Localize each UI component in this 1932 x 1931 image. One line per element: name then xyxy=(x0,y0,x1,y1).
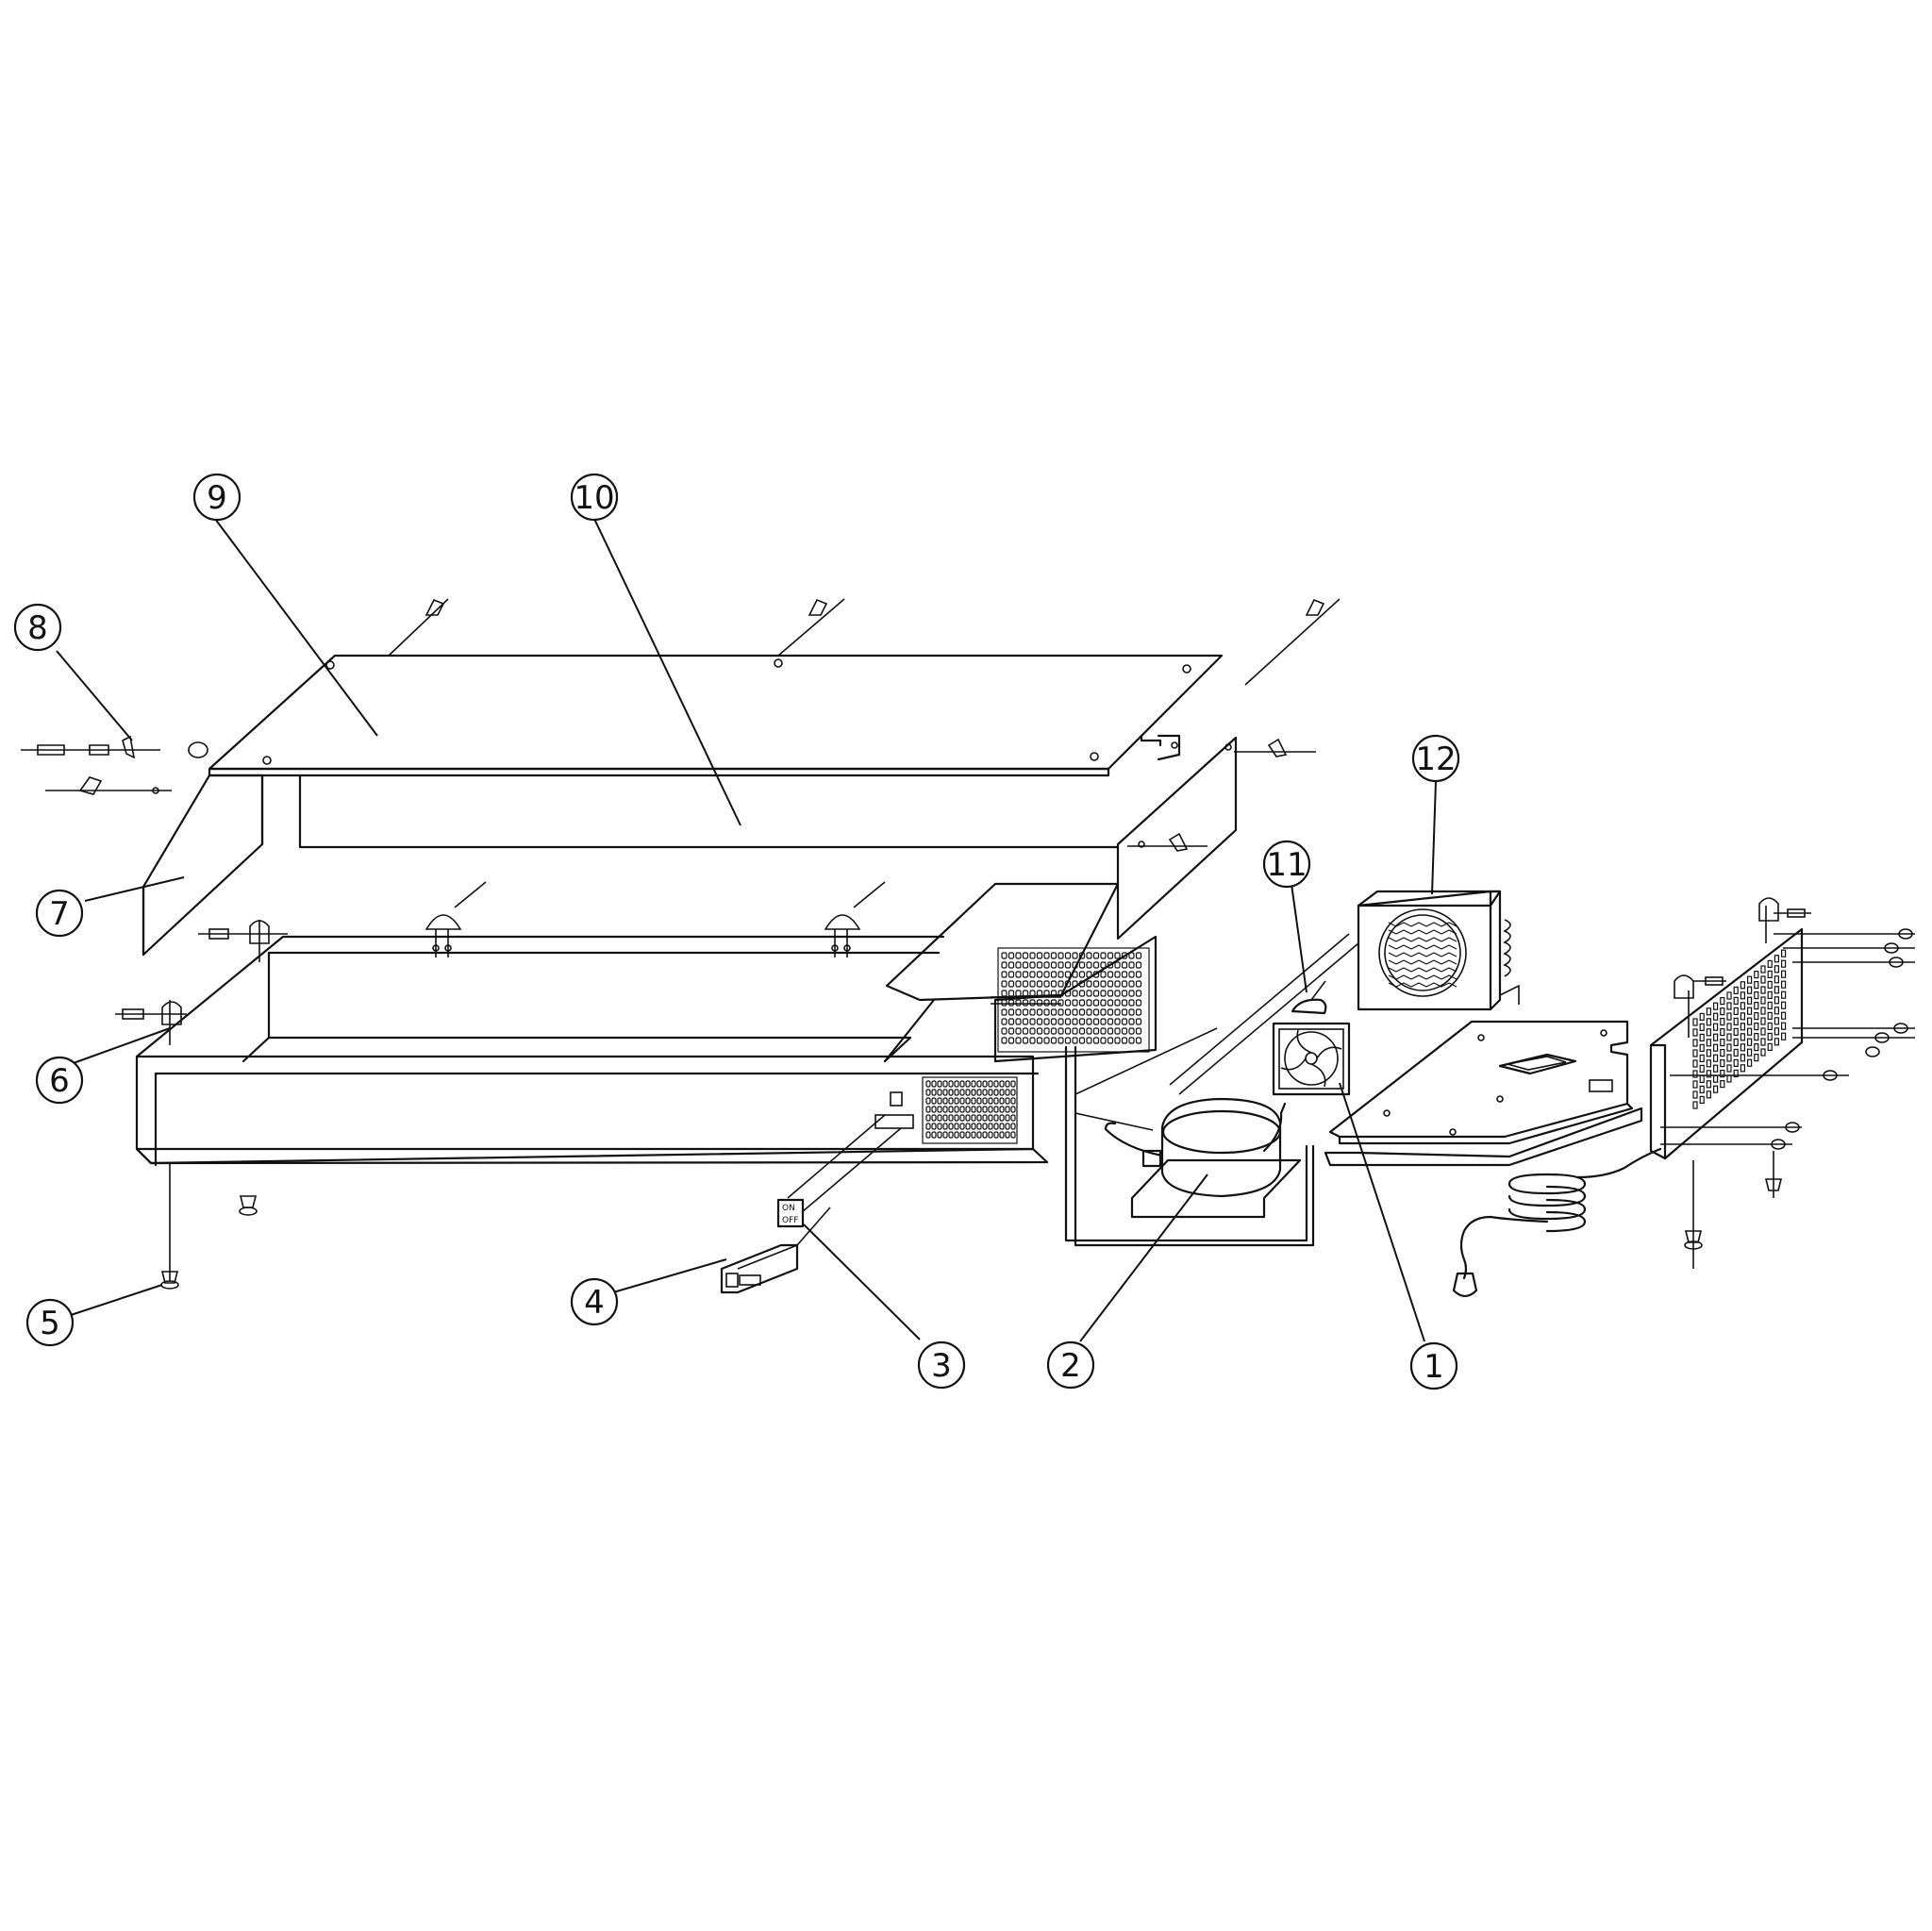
svg-text:2: 2 xyxy=(1060,1347,1081,1385)
callout-3: 3 xyxy=(917,1340,966,1390)
top-lid-panel xyxy=(208,598,1341,777)
front-vent-grille xyxy=(925,1080,1016,1139)
compressor-base-plate xyxy=(1324,1020,1643,1167)
compressor xyxy=(1074,1097,1302,1219)
svg-text:4: 4 xyxy=(584,1284,605,1322)
hinge-brackets xyxy=(425,881,886,957)
callout-12: 12 xyxy=(1411,734,1460,783)
callout-7: 7 xyxy=(35,889,84,938)
callout-8: 8 xyxy=(13,603,62,652)
svg-text:5: 5 xyxy=(40,1305,60,1342)
on-off-switch: ON OFF xyxy=(776,1114,902,1228)
svg-text:12: 12 xyxy=(1415,741,1456,778)
svg-text:7: 7 xyxy=(49,895,70,933)
callout-10: 10 xyxy=(570,473,619,522)
main-cabinet-body xyxy=(135,935,1049,1167)
callout-2: 2 xyxy=(1046,1340,1095,1390)
callout-5: 5 xyxy=(25,1298,75,1347)
right-vent-panel xyxy=(1649,897,1915,1269)
right-side-panel xyxy=(1116,736,1316,941)
foot-screws xyxy=(160,1162,258,1290)
callout-6: 6 xyxy=(35,1056,84,1105)
condenser-fins xyxy=(1388,922,1457,988)
svg-text:1: 1 xyxy=(1424,1348,1444,1386)
svg-text:3: 3 xyxy=(931,1347,952,1385)
callout-1: 1 xyxy=(1409,1341,1458,1390)
callout-11: 11 xyxy=(1262,840,1311,889)
leader-lines xyxy=(56,518,1437,1342)
evaporator-vent-grille xyxy=(1001,952,1142,1044)
back-panel xyxy=(260,734,1181,849)
callout-9: 9 xyxy=(192,473,242,522)
refrigerant-piping xyxy=(1064,933,1359,1247)
power-cord xyxy=(1452,1147,1662,1298)
switch-off-label: OFF xyxy=(782,1216,798,1225)
svg-text:11: 11 xyxy=(1266,846,1307,884)
switch-on-label: ON xyxy=(782,1204,795,1213)
corner-hinge xyxy=(115,920,288,1045)
callout-4: 4 xyxy=(570,1277,619,1326)
svg-text:9: 9 xyxy=(207,479,227,517)
svg-text:6: 6 xyxy=(49,1062,70,1100)
condenser-fan xyxy=(1272,980,1351,1096)
svg-text:8: 8 xyxy=(27,609,48,647)
temperature-controller xyxy=(720,1207,831,1294)
side-vent-grille xyxy=(1692,949,1787,1109)
svg-text:10: 10 xyxy=(574,479,614,517)
left-side-panel xyxy=(21,735,264,957)
condenser-coil xyxy=(1357,890,1520,1011)
